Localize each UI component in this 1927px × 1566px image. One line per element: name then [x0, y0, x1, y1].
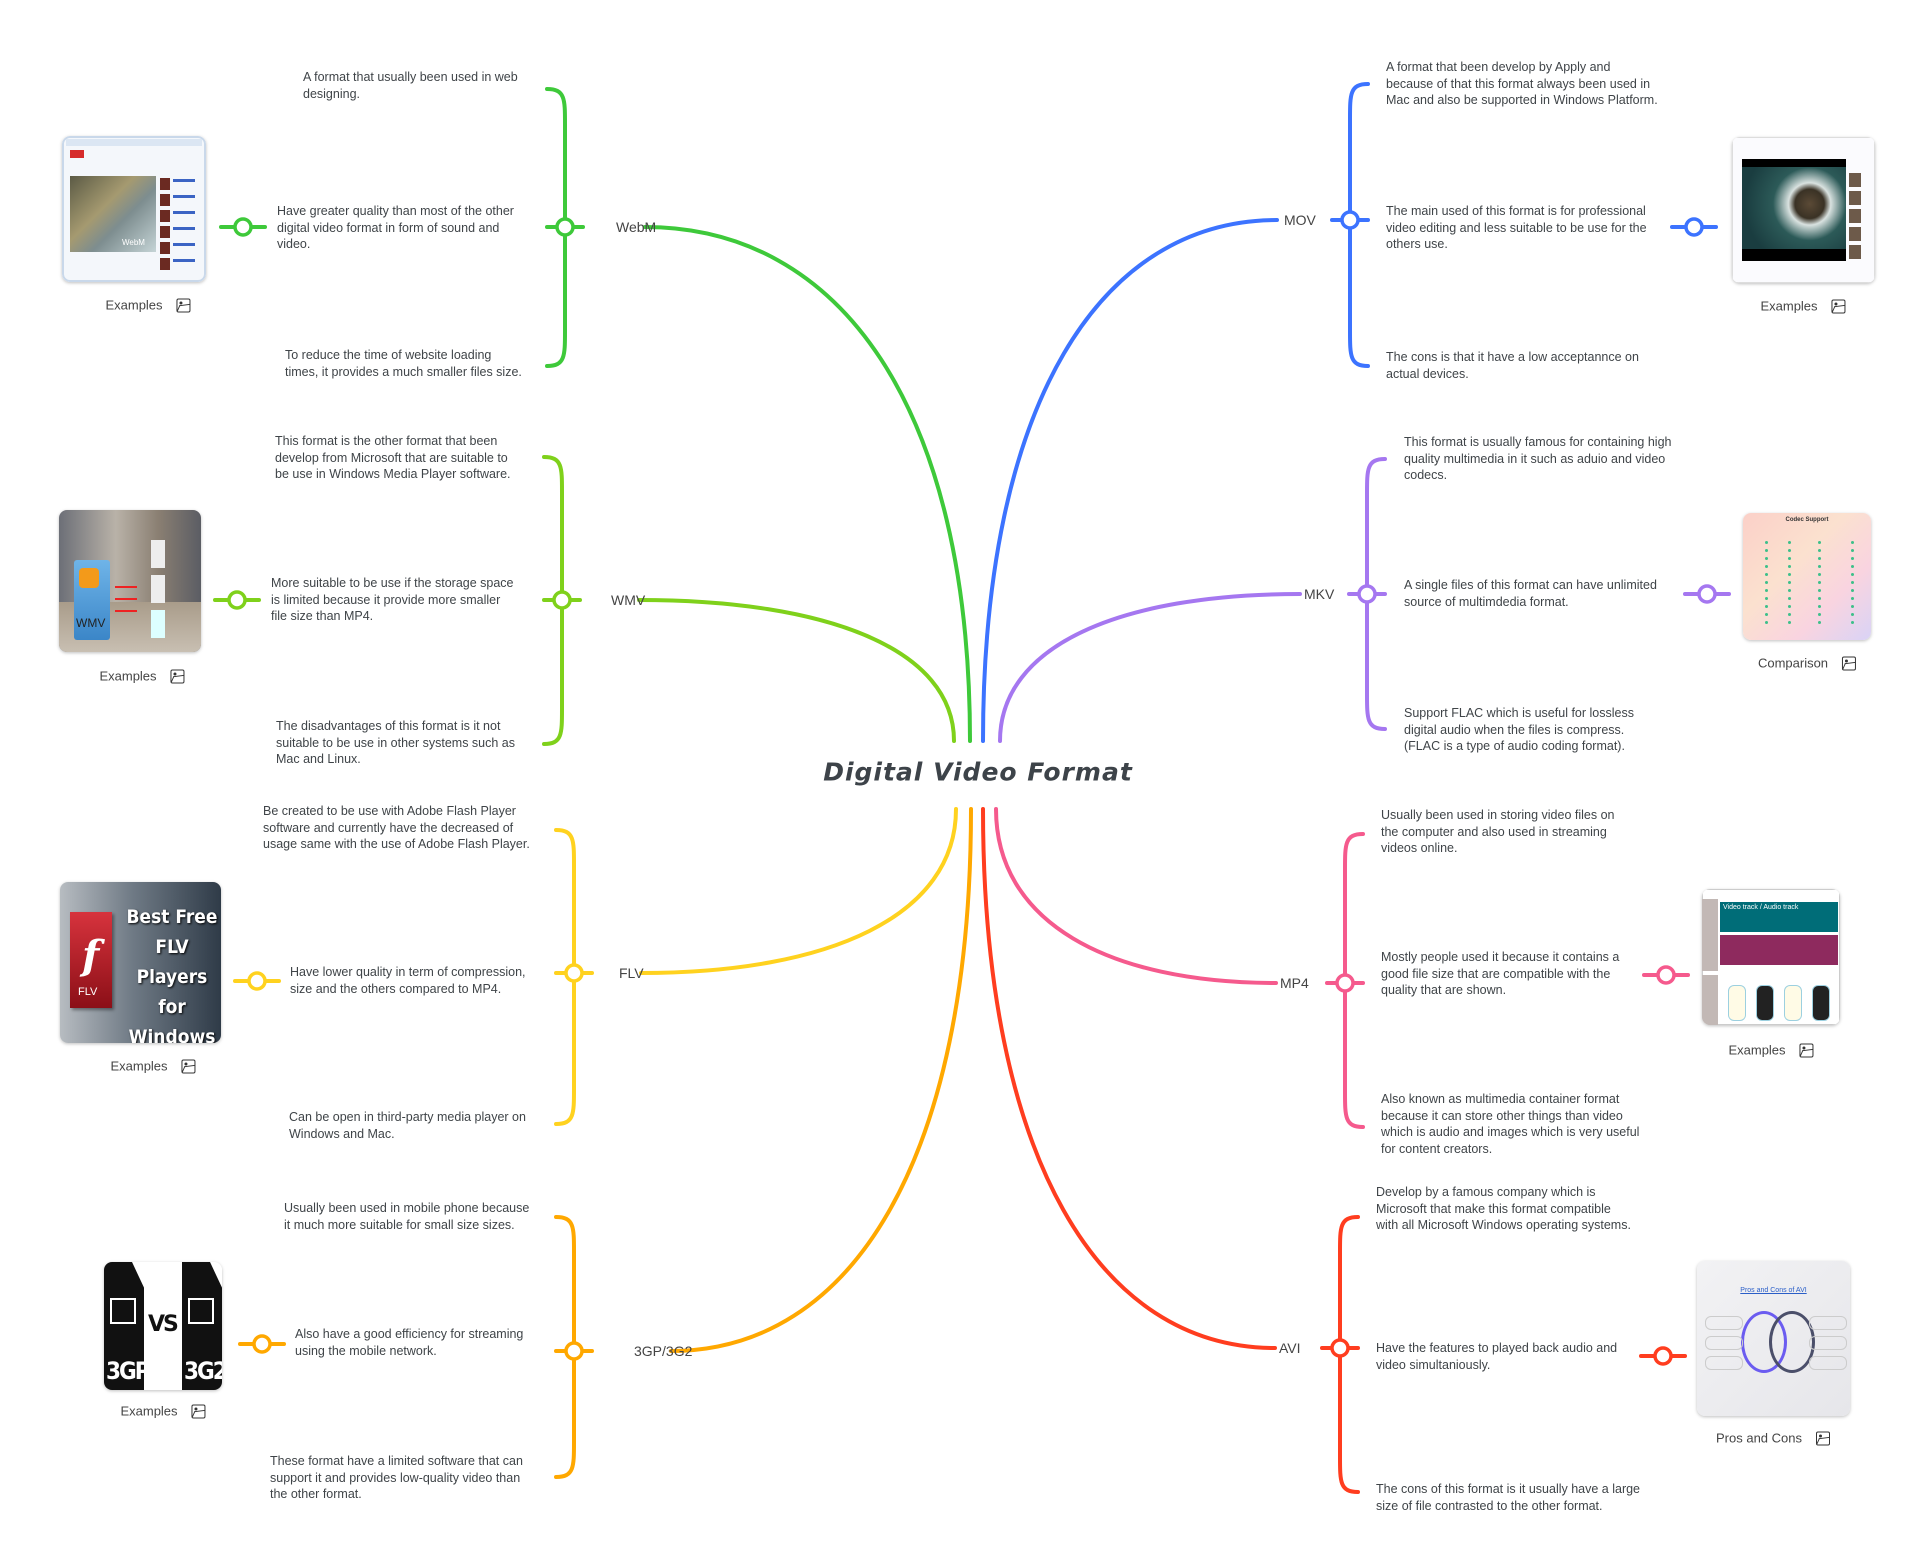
topic-avi-3[interactable]: The cons of this format is it usually ha… [1376, 1482, 1641, 1513]
leaf-node-3gp [252, 1334, 272, 1354]
topic-mp4-2[interactable]: Mostly people used it because it contain… [1381, 950, 1620, 997]
image-icon[interactable] [1842, 656, 1857, 670]
example-image-mov[interactable] [1732, 137, 1875, 283]
hub-node-flv [564, 963, 584, 983]
caption-text: Examples [110, 1058, 168, 1074]
image-lettering: Pros and Cons of AVI [1740, 1287, 1807, 1294]
image-icon[interactable] [181, 1059, 196, 1073]
topic-mp4-1[interactable]: Usually been used in storing video files… [1381, 808, 1615, 855]
example-caption-mkv[interactable]: Comparison [1757, 655, 1857, 671]
topic-wmv-2[interactable]: More suitable to be use if the storage s… [271, 576, 514, 623]
image-lettering: Codec Support [1785, 517, 1829, 523]
hub-node-avi [1330, 1338, 1350, 1358]
caption-text: Examples [1728, 1042, 1786, 1058]
image-icon[interactable] [1816, 1431, 1830, 1445]
example-caption-mp4[interactable]: Examples [1728, 1042, 1814, 1058]
central-topic[interactable]: Digital Video Format [823, 757, 1133, 787]
topic-mov-2[interactable]: The main used of this format is for prof… [1386, 204, 1647, 251]
caption-text: Pros and Cons [1716, 1430, 1802, 1446]
topic-webm-2[interactable]: Have greater quality than most of the ot… [277, 204, 514, 251]
branch-line-webm [643, 225, 972, 743]
topic-flv-3[interactable]: Can be open in third-party media player … [289, 1110, 526, 1141]
hub-node-wmv [552, 590, 572, 610]
image-lettering: WMV [76, 616, 106, 630]
example-caption-wmv[interactable]: Examples [99, 668, 185, 684]
leaf-node-wmv [227, 590, 247, 610]
caption-text: Examples [1760, 298, 1818, 314]
topic-avi-1[interactable]: Develop by a famous company which is Mic… [1376, 1185, 1631, 1232]
caption-text: Examples [120, 1403, 178, 1419]
topic-3gp-1[interactable]: Usually been used in mobile phone becaus… [284, 1201, 530, 1232]
branch-line-3gp [669, 807, 973, 1353]
image-icon[interactable] [1831, 299, 1846, 313]
example-caption-webm[interactable]: Examples [105, 297, 191, 313]
branch-line-flv [639, 807, 958, 975]
example-image-avi[interactable]: Pros and Cons of AVI [1697, 1261, 1850, 1416]
hub-node-mov [1340, 210, 1360, 230]
topic-flv-2[interactable]: Have lower quality in term of compressio… [290, 965, 526, 996]
branch-line-mov [981, 218, 1279, 743]
image-lettering: WebM [122, 238, 145, 247]
hub-node-mkv [1357, 584, 1377, 604]
image-icon[interactable] [170, 669, 185, 683]
example-caption-flv[interactable]: Examples [110, 1058, 196, 1074]
topic-mp4-3[interactable]: Also known as multimedia container forma… [1381, 1092, 1640, 1156]
hub-node-webm [555, 217, 575, 237]
example-image-3gp[interactable]: 3GP VS 3G2 3GP VS 3G2 [104, 1262, 222, 1390]
branch-line-wmv [637, 598, 956, 743]
example-image-mp4[interactable]: Video track / Audio track [1702, 889, 1840, 1025]
image-lettering: Best Free FLV Players for Windows [126, 906, 218, 1043]
branch-label-3gp[interactable]: 3GP/3G2 [634, 1343, 693, 1359]
topic-wmv-1[interactable]: This format is the other format that bee… [275, 434, 511, 481]
image-lettering: Video track / Audio track [1723, 904, 1799, 911]
leaf-node-flv [247, 971, 267, 991]
caption-text: Examples [99, 668, 157, 684]
branch-label-wmv[interactable]: WMV [611, 592, 646, 608]
topic-flv-1[interactable]: Be created to be use with Adobe Flash Pl… [263, 804, 530, 851]
topic-mov-1[interactable]: A format that been develop by Apply and … [1386, 60, 1658, 107]
branch-label-flv[interactable]: FLV [619, 965, 644, 981]
topic-wmv-3[interactable]: The disadvantages of this format is it n… [276, 719, 516, 766]
topic-mkv-2[interactable]: A single files of this format can have u… [1404, 578, 1657, 609]
branch-label-avi[interactable]: AVI [1279, 1340, 1301, 1356]
image-icon[interactable] [1799, 1043, 1814, 1057]
branch-label-mov[interactable]: MOV [1284, 212, 1316, 228]
topic-3gp-3[interactable]: These format have a limited software tha… [270, 1454, 523, 1501]
leaf-node-webm [233, 217, 253, 237]
example-image-webm[interactable]: WebM [62, 136, 206, 282]
branch-label-mkv[interactable]: MKV [1304, 586, 1335, 602]
example-image-flv[interactable]: f FLV Best Free FLV Players for Windows [60, 882, 221, 1043]
example-image-mkv[interactable]: Codec Support [1743, 513, 1871, 640]
hub-node-mp4 [1335, 973, 1355, 993]
topic-mov-3[interactable]: The cons is that it have a low acceptann… [1386, 350, 1639, 381]
example-caption-3gp[interactable]: Examples [120, 1403, 206, 1419]
example-caption-mov[interactable]: Examples [1760, 298, 1846, 314]
topic-webm-1[interactable]: A format that usually been used in web d… [303, 70, 518, 101]
branch-line-mp4 [994, 807, 1278, 985]
topic-mkv-3[interactable]: Support FLAC which is useful for lossles… [1404, 706, 1634, 753]
leaf-node-avi [1653, 1346, 1673, 1366]
example-image-wmv[interactable]: WMV [59, 510, 201, 652]
hub-node-3gp [564, 1341, 584, 1361]
branch-line-mkv [998, 592, 1302, 743]
branch-label-mp4[interactable]: MP4 [1280, 975, 1309, 991]
branch-line-avi [981, 807, 1277, 1350]
caption-text: Comparison [1757, 655, 1829, 671]
example-caption-avi[interactable]: Pros and Cons [1716, 1431, 1830, 1446]
branch-label-webm[interactable]: WebM [616, 219, 657, 235]
leaf-node-mkv [1697, 584, 1717, 604]
leaf-node-mp4 [1656, 965, 1676, 985]
image-icon[interactable] [176, 298, 191, 312]
leaf-node-mov [1684, 217, 1704, 237]
topic-mkv-1[interactable]: This format is usually famous for contai… [1404, 435, 1672, 482]
topic-3gp-2[interactable]: Also have a good efficiency for streamin… [295, 1327, 524, 1358]
caption-text: Examples [105, 297, 163, 313]
topic-webm-3[interactable]: To reduce the time of website loading ti… [285, 348, 522, 379]
image-icon[interactable] [191, 1404, 206, 1418]
topic-avi-2[interactable]: Have the features to played back audio a… [1376, 1341, 1618, 1372]
